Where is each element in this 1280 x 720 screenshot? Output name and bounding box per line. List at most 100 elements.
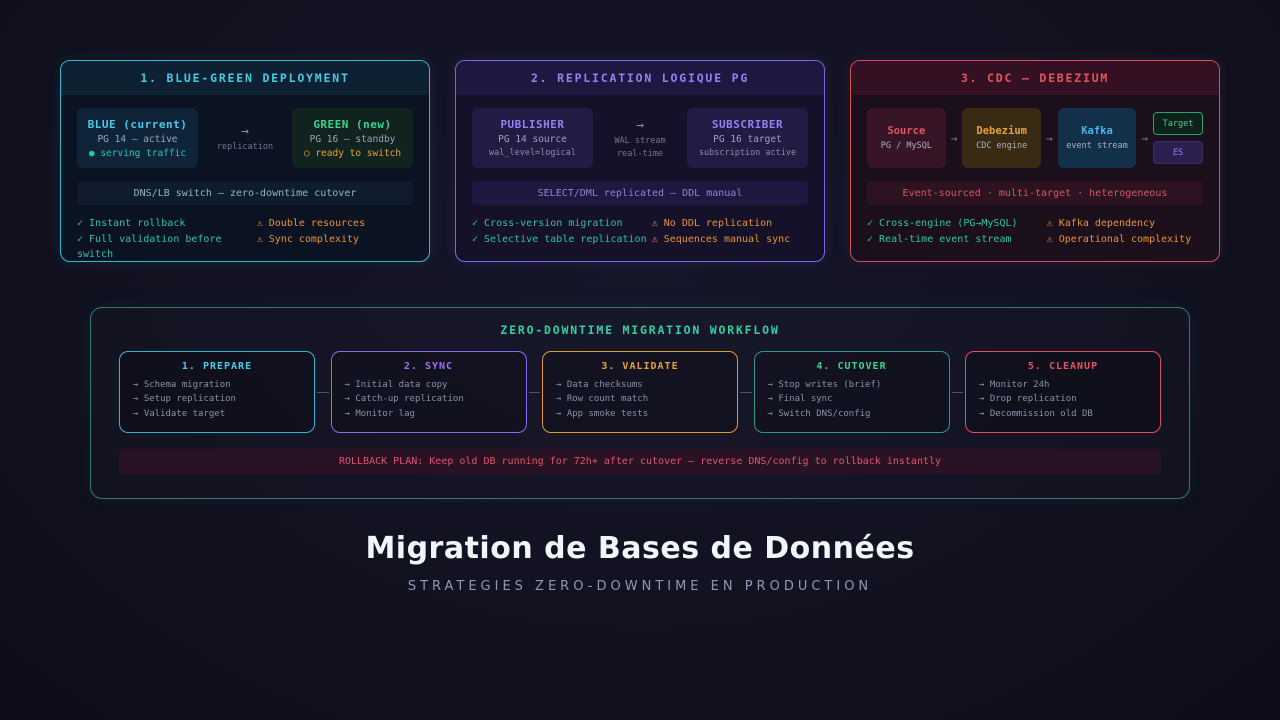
blue-green-summary-band: DNS/LB switch — zero-downtime cutover [77, 181, 413, 205]
strategy-cards-row: 1. BLUE-GREEN DEPLOYMENT BLUE (current) … [60, 60, 1220, 262]
cdc-summary-band: Event-sourced · multi-target · heterogen… [867, 181, 1203, 205]
pros-list: ✓ Instant rollback ✓ Full validation bef… [77, 216, 257, 261]
node-blue-status: ● serving traffic [88, 147, 187, 159]
step-item: → Data checksums [556, 380, 643, 390]
pro-item: ✓ Selective table replication [472, 233, 647, 245]
step-prepare: 1. PREPARE → Schema migration → Setup re… [119, 351, 315, 433]
node-green-title: GREEN (new) [313, 117, 392, 131]
card-cdc-title: 3. CDC — DEBEZIUM [960, 71, 1110, 85]
node-source: Source PG / MySQL [867, 108, 946, 168]
right-arrow-icon: → [1046, 131, 1053, 145]
node-publisher-subtitle: PG 14 source [498, 134, 567, 145]
workflow-steps: 1. PREPARE → Schema migration → Setup re… [119, 351, 1161, 433]
target-badge: Target [1152, 112, 1203, 135]
workflow-title: ZERO-DOWNTIME MIGRATION WORKFLOW [500, 323, 780, 337]
node-blue-title: BLUE (current) [87, 117, 188, 131]
cdc-flow: Source PG / MySQL → Debezium CDC engine … [867, 108, 1203, 168]
step-connector-line [951, 391, 963, 393]
node-kafka-subtitle: event stream [1066, 141, 1128, 151]
step-cleanup-title: 5. CLEANUP [1027, 361, 1099, 372]
step-prepare-title: 1. PREPARE [181, 361, 253, 372]
cdc-targets: Target ES [1152, 112, 1203, 164]
blue-green-nodes: BLUE (current) PG 14 — active ● serving … [77, 108, 413, 168]
workflow-panel: ZERO-DOWNTIME MIGRATION WORKFLOW 1. PREP… [90, 307, 1190, 499]
card-blue-green-title: 1. BLUE-GREEN DEPLOYMENT [140, 71, 350, 85]
con-item: ⚠ Kafka dependency [1046, 218, 1156, 229]
node-subscriber-title: SUBSCRIBER [711, 118, 784, 131]
con-item: ⚠ Sync complexity [256, 233, 360, 245]
step-item: → Switch DNS/config [767, 408, 871, 419]
con-item: ⚠ Sequences manual sync [651, 233, 791, 245]
step-item: → Decommission old DB [979, 408, 1093, 419]
step-validate-title: 3. VALIDATE [601, 361, 679, 372]
step-item: → Row count match [556, 394, 649, 405]
rollback-plan-banner: ROLLBACK PLAN: Keep old DB running for 7… [119, 449, 1161, 474]
pro-item: ✓ Real-time event stream [867, 233, 1012, 245]
step-validate: 3. VALIDATE → Data checksums → Row count… [542, 351, 738, 433]
node-green-status: ○ ready to switch [303, 147, 402, 159]
step-connector-line [528, 391, 540, 393]
node-blue-subtitle: PG 14 — active [97, 133, 178, 145]
node-publisher-detail: wal_level=logical [489, 148, 576, 158]
cons-list: ⚠ No DDL replication ⚠ Sequences manual … [652, 216, 808, 247]
card-blue-green-header: 1. BLUE-GREEN DEPLOYMENT [61, 61, 429, 95]
node-source-title: Source [887, 125, 926, 137]
card-replication-header: 2. REPLICATION LOGIQUE PG [456, 61, 824, 95]
replication-nodes: PUBLISHER PG 14 source wal_level=logical… [472, 108, 808, 168]
con-item: ⚠ No DDL replication [651, 218, 773, 229]
node-debezium-subtitle: CDC engine [976, 141, 1028, 151]
node-blue-current: BLUE (current) PG 14 — active ● serving … [77, 108, 198, 168]
card-replication-logique: 2. REPLICATION LOGIQUE PG PUBLISHER PG 1… [455, 60, 825, 262]
cons-list: ⚠ Double resources ⚠ Sync complexity [256, 216, 413, 261]
step-cutover-title: 4. CUTOVER [816, 361, 887, 372]
arrow-label-replication: replication [216, 142, 274, 152]
node-green-subtitle: PG 16 — standby [309, 133, 396, 145]
card-cdc-header: 3. CDC — DEBEZIUM [851, 61, 1219, 95]
step-sync: 2. SYNC → Initial data copy → Catch-up r… [330, 351, 527, 433]
node-source-subtitle: PG / MySQL [880, 141, 932, 151]
es-badge: ES [1152, 141, 1203, 164]
replication-summary-band: SELECT/DML replicated — DDL manual [472, 181, 808, 205]
footer-titles: Migration de Bases de Données STRATEGIES… [0, 531, 1280, 594]
node-subscriber-detail: subscription active [698, 148, 797, 158]
cons-list: ⚠ Kafka dependency ⚠ Operational complex… [1047, 216, 1203, 247]
node-kafka: Kafka event stream [1057, 108, 1137, 168]
page-subtitle: STRATEGIES ZERO-DOWNTIME EN PRODUCTION [407, 579, 873, 594]
node-debezium-title: Debezium [976, 125, 1027, 137]
step-cleanup: 5. CLEANUP → Monitor 24h → Drop replicat… [965, 351, 1161, 433]
step-item: → Final sync [767, 394, 833, 405]
pros-list: ✓ Cross-version migration ✓ Selective ta… [472, 216, 652, 247]
arrow-label-wal-stream: WAL stream [614, 135, 666, 146]
step-item: → Catch-up replication [344, 394, 464, 405]
wal-stream-arrow: → WAL stream real-time [601, 108, 679, 168]
step-sync-title: 2. SYNC [403, 361, 454, 372]
node-publisher-title: PUBLISHER [500, 118, 565, 131]
card-blue-green-body: BLUE (current) PG 14 — active ● serving … [61, 95, 429, 261]
card-blue-green-deployment: 1. BLUE-GREEN DEPLOYMENT BLUE (current) … [60, 60, 430, 262]
step-connector-line [317, 391, 329, 393]
step-cutover: 4. CUTOVER → Stop writes (brief) → Final… [753, 351, 950, 433]
card-replication-title: 2. REPLICATION LOGIQUE PG [530, 71, 750, 85]
step-item: → Monitor 24h [979, 380, 1050, 390]
card-cdc-debezium: 3. CDC — DEBEZIUM Source PG / MySQL → De… [850, 60, 1220, 262]
pro-item: ✓ Cross-version migration [472, 218, 623, 229]
node-subscriber: SUBSCRIBER PG 16 target subscription act… [687, 108, 808, 168]
pro-item: ✓ Instant rollback [77, 218, 186, 229]
node-green-new: GREEN (new) PG 16 — standby ○ ready to s… [292, 108, 413, 168]
con-item: ⚠ Double resources [256, 218, 366, 229]
pro-item: ✓ Full validation before switch [77, 233, 222, 261]
con-item: ⚠ Operational complexity [1046, 233, 1192, 245]
pros-list: ✓ Cross-engine (PG→MySQL) ✓ Real-time ev… [867, 216, 1047, 247]
node-subscriber-subtitle: PG 16 target [713, 134, 782, 145]
node-debezium: Debezium CDC engine [962, 108, 1042, 168]
node-kafka-title: Kafka [1081, 125, 1113, 137]
step-item: → Schema migration [133, 380, 231, 390]
step-item: → Monitor lag [344, 408, 415, 419]
right-arrow-icon: → [1141, 131, 1148, 145]
cdc-pros-cons: ✓ Cross-engine (PG→MySQL) ✓ Real-time ev… [867, 216, 1203, 247]
card-cdc-body: Source PG / MySQL → Debezium CDC engine … [851, 95, 1219, 261]
right-arrow-icon: → [950, 131, 958, 145]
replication-pros-cons: ✓ Cross-version migration ✓ Selective ta… [472, 216, 808, 247]
blue-green-pros-cons: ✓ Instant rollback ✓ Full validation bef… [77, 216, 413, 261]
replication-arrow: → replication [206, 108, 284, 168]
